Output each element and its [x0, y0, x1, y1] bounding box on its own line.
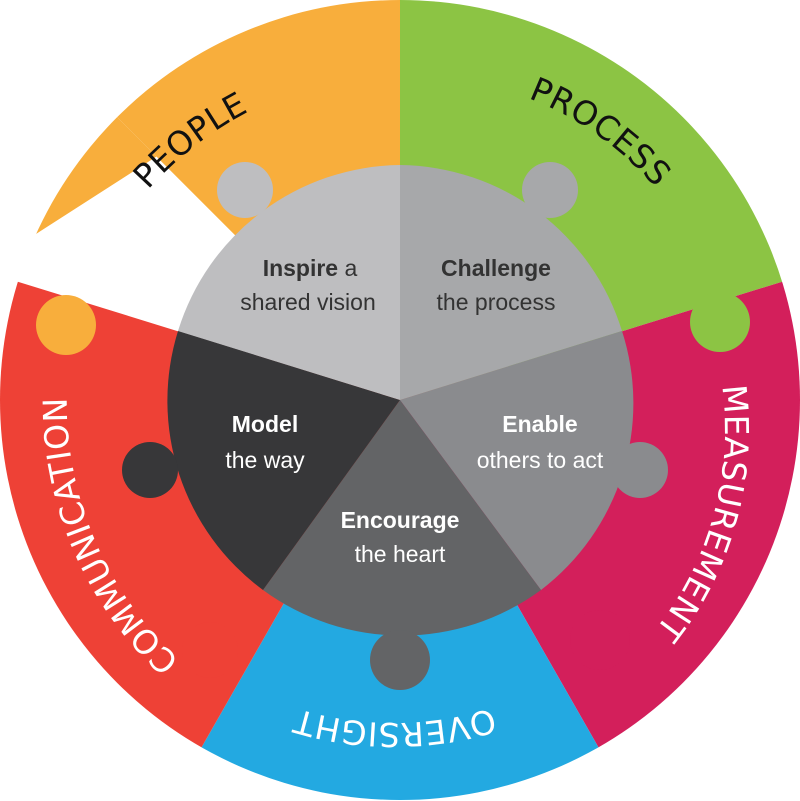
model-knob	[122, 442, 178, 498]
encourage-text-line1: Encourage	[341, 507, 460, 533]
challenge-text-line1: Challenge	[441, 255, 551, 281]
enable-segment	[400, 331, 634, 590]
enable-text-line2: others to act	[477, 447, 604, 473]
inner-wheel	[122, 162, 668, 690]
measurement-knob	[570, 610, 630, 670]
encourage-knob	[370, 630, 430, 690]
process-knob	[410, 30, 470, 90]
model-text-line1: Model	[232, 411, 298, 437]
enable-text-line1: Enable	[502, 411, 577, 437]
communication-knob	[182, 622, 238, 678]
encourage-text-line2: the heart	[355, 541, 446, 567]
challenge-text-line2: the process	[437, 289, 556, 315]
outer-puzzle-knobs	[36, 30, 750, 678]
people-knob	[36, 295, 96, 355]
challenge-knob	[522, 162, 578, 218]
enable-knob	[612, 442, 668, 498]
model-text-line2: the way	[225, 447, 305, 473]
process-knob-right	[690, 292, 750, 352]
inspire-knob	[217, 162, 273, 218]
inspire-text-line1: Inspire a	[263, 255, 358, 281]
inspire-text-line2: shared vision	[240, 289, 376, 315]
challenge-segment	[400, 165, 622, 400]
inspire-segment	[178, 165, 400, 400]
encourage-segment	[263, 400, 541, 636]
model-segment	[167, 331, 400, 590]
